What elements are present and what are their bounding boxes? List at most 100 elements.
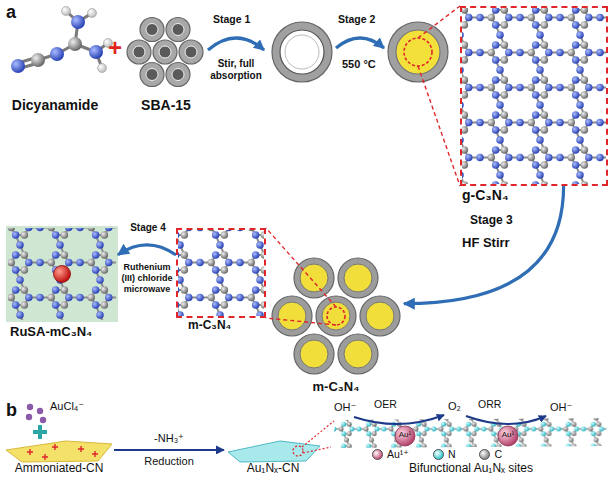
carbon-atom — [68, 37, 82, 51]
node-caption: RuSA-mC₃N₄ — [10, 325, 92, 340]
pore-core — [133, 46, 145, 58]
pore-wall — [338, 258, 378, 298]
plus-symbol — [33, 425, 47, 439]
zoom-marker — [327, 307, 345, 325]
zoom-marker — [404, 38, 432, 66]
node-caption: g-C₃N₄ — [462, 187, 509, 203]
reaction-arrow — [466, 416, 546, 424]
pore — [127, 40, 151, 64]
stage-label: Stage 4 — [120, 222, 176, 234]
pore — [140, 18, 164, 42]
reaction-arrow — [354, 415, 444, 424]
legend: Au¹⁺ N C — [372, 449, 526, 461]
legend-text: Au¹⁺ — [387, 449, 409, 461]
pore-wall — [294, 334, 334, 374]
molecule-figure: Dicyanamide — [2, 24, 108, 114]
process-label: -NH₃⁺ — [147, 432, 191, 445]
filled-channel — [366, 302, 394, 330]
node-caption: Ammoniated-CN — [15, 462, 104, 476]
sheet-figure: Ammoniated-CN — [4, 440, 114, 477]
reaction-label: ORR — [478, 398, 501, 410]
process-arrow — [208, 38, 264, 50]
pore-core — [172, 69, 184, 81]
panel-letter: a — [6, 2, 16, 23]
process-arrow — [118, 245, 176, 255]
process-arrow — [336, 38, 384, 48]
charge-marks — [27, 444, 98, 460]
dot — [26, 414, 32, 420]
nitrogen-atom — [11, 59, 25, 73]
node-caption: SBA-15 — [141, 97, 191, 113]
species-label: OH⁻ — [550, 401, 572, 414]
site-figure: Bifunctional Au₁Nₓ sites — [330, 416, 612, 477]
hydrogen-atom — [62, 7, 71, 16]
pore — [153, 40, 177, 64]
hydrogen-atom — [98, 64, 107, 73]
pore-wall — [316, 296, 356, 336]
pore-cluster: m-C₃N₄ — [268, 254, 404, 396]
node-caption: Dicyanamide — [12, 97, 98, 113]
pore-core — [146, 69, 158, 81]
zoom-ground — [176, 228, 266, 318]
legend-item: Au¹⁺ — [372, 449, 409, 461]
nitrogen-atom — [89, 45, 103, 59]
positive-mark — [52, 444, 58, 450]
hydrogen-atom — [88, 9, 97, 18]
positive-mark — [42, 454, 48, 460]
legend-swatch — [479, 449, 490, 460]
condition-note: 550 °C — [342, 58, 376, 71]
stage-label: Stage 3 — [470, 214, 513, 228]
network-sheet — [462, 8, 606, 184]
filled-channel — [300, 264, 328, 292]
pore-core — [172, 24, 184, 36]
condition-note: Stir, full absorption — [196, 58, 276, 82]
filled-channel — [344, 264, 372, 292]
gold-precursor-dots — [26, 404, 46, 423]
plus-bar — [38, 425, 42, 439]
sba-pore-cores — [133, 24, 197, 81]
pore-core — [146, 24, 158, 36]
cluster-fill — [278, 264, 394, 368]
dot — [27, 404, 33, 410]
condition-note: HF Stirr — [462, 236, 510, 251]
zoom-leader — [266, 228, 336, 307]
carbon-atom — [31, 53, 45, 67]
pore-core — [185, 46, 197, 58]
single-atom-ground — [6, 226, 118, 322]
stage-label: Stage 2 — [338, 13, 375, 25]
filled-channel — [300, 340, 328, 368]
nitrogen-atom — [50, 47, 64, 61]
legend-swatch — [433, 449, 444, 460]
zoom-box: m-C₃N₄ — [176, 228, 266, 318]
gold-atom — [498, 426, 518, 446]
legend-text: C — [494, 449, 502, 461]
template-figure: SBA-15 — [122, 14, 210, 114]
pore-wall — [294, 258, 334, 298]
pore-wall — [272, 22, 332, 82]
positive-mark — [78, 446, 84, 452]
legend-item: N — [433, 449, 456, 461]
atom-label: Au¹ — [498, 430, 518, 440]
pore — [140, 63, 164, 87]
filled-channel — [278, 302, 306, 330]
pore-wall — [272, 296, 312, 336]
legend-swatch — [372, 449, 383, 460]
node-caption: m-C₃N₄ — [313, 380, 360, 395]
filled-channel — [344, 340, 372, 368]
legend-item: C — [479, 449, 502, 461]
dot — [40, 417, 46, 423]
species-label: OH⁻ — [334, 401, 356, 414]
positive-mark — [27, 449, 33, 455]
process-label: Reduction — [139, 455, 199, 468]
network-sheet — [178, 230, 264, 316]
pore — [166, 63, 190, 87]
zoom-leader — [418, 6, 460, 38]
pore-ring — [285, 35, 319, 69]
stage-label: Stage 1 — [213, 13, 250, 25]
reaction-label: OER — [374, 398, 397, 410]
sheet-figure: Au₁Nₓ-CN — [224, 440, 322, 477]
species-label: O₂ — [448, 400, 461, 413]
